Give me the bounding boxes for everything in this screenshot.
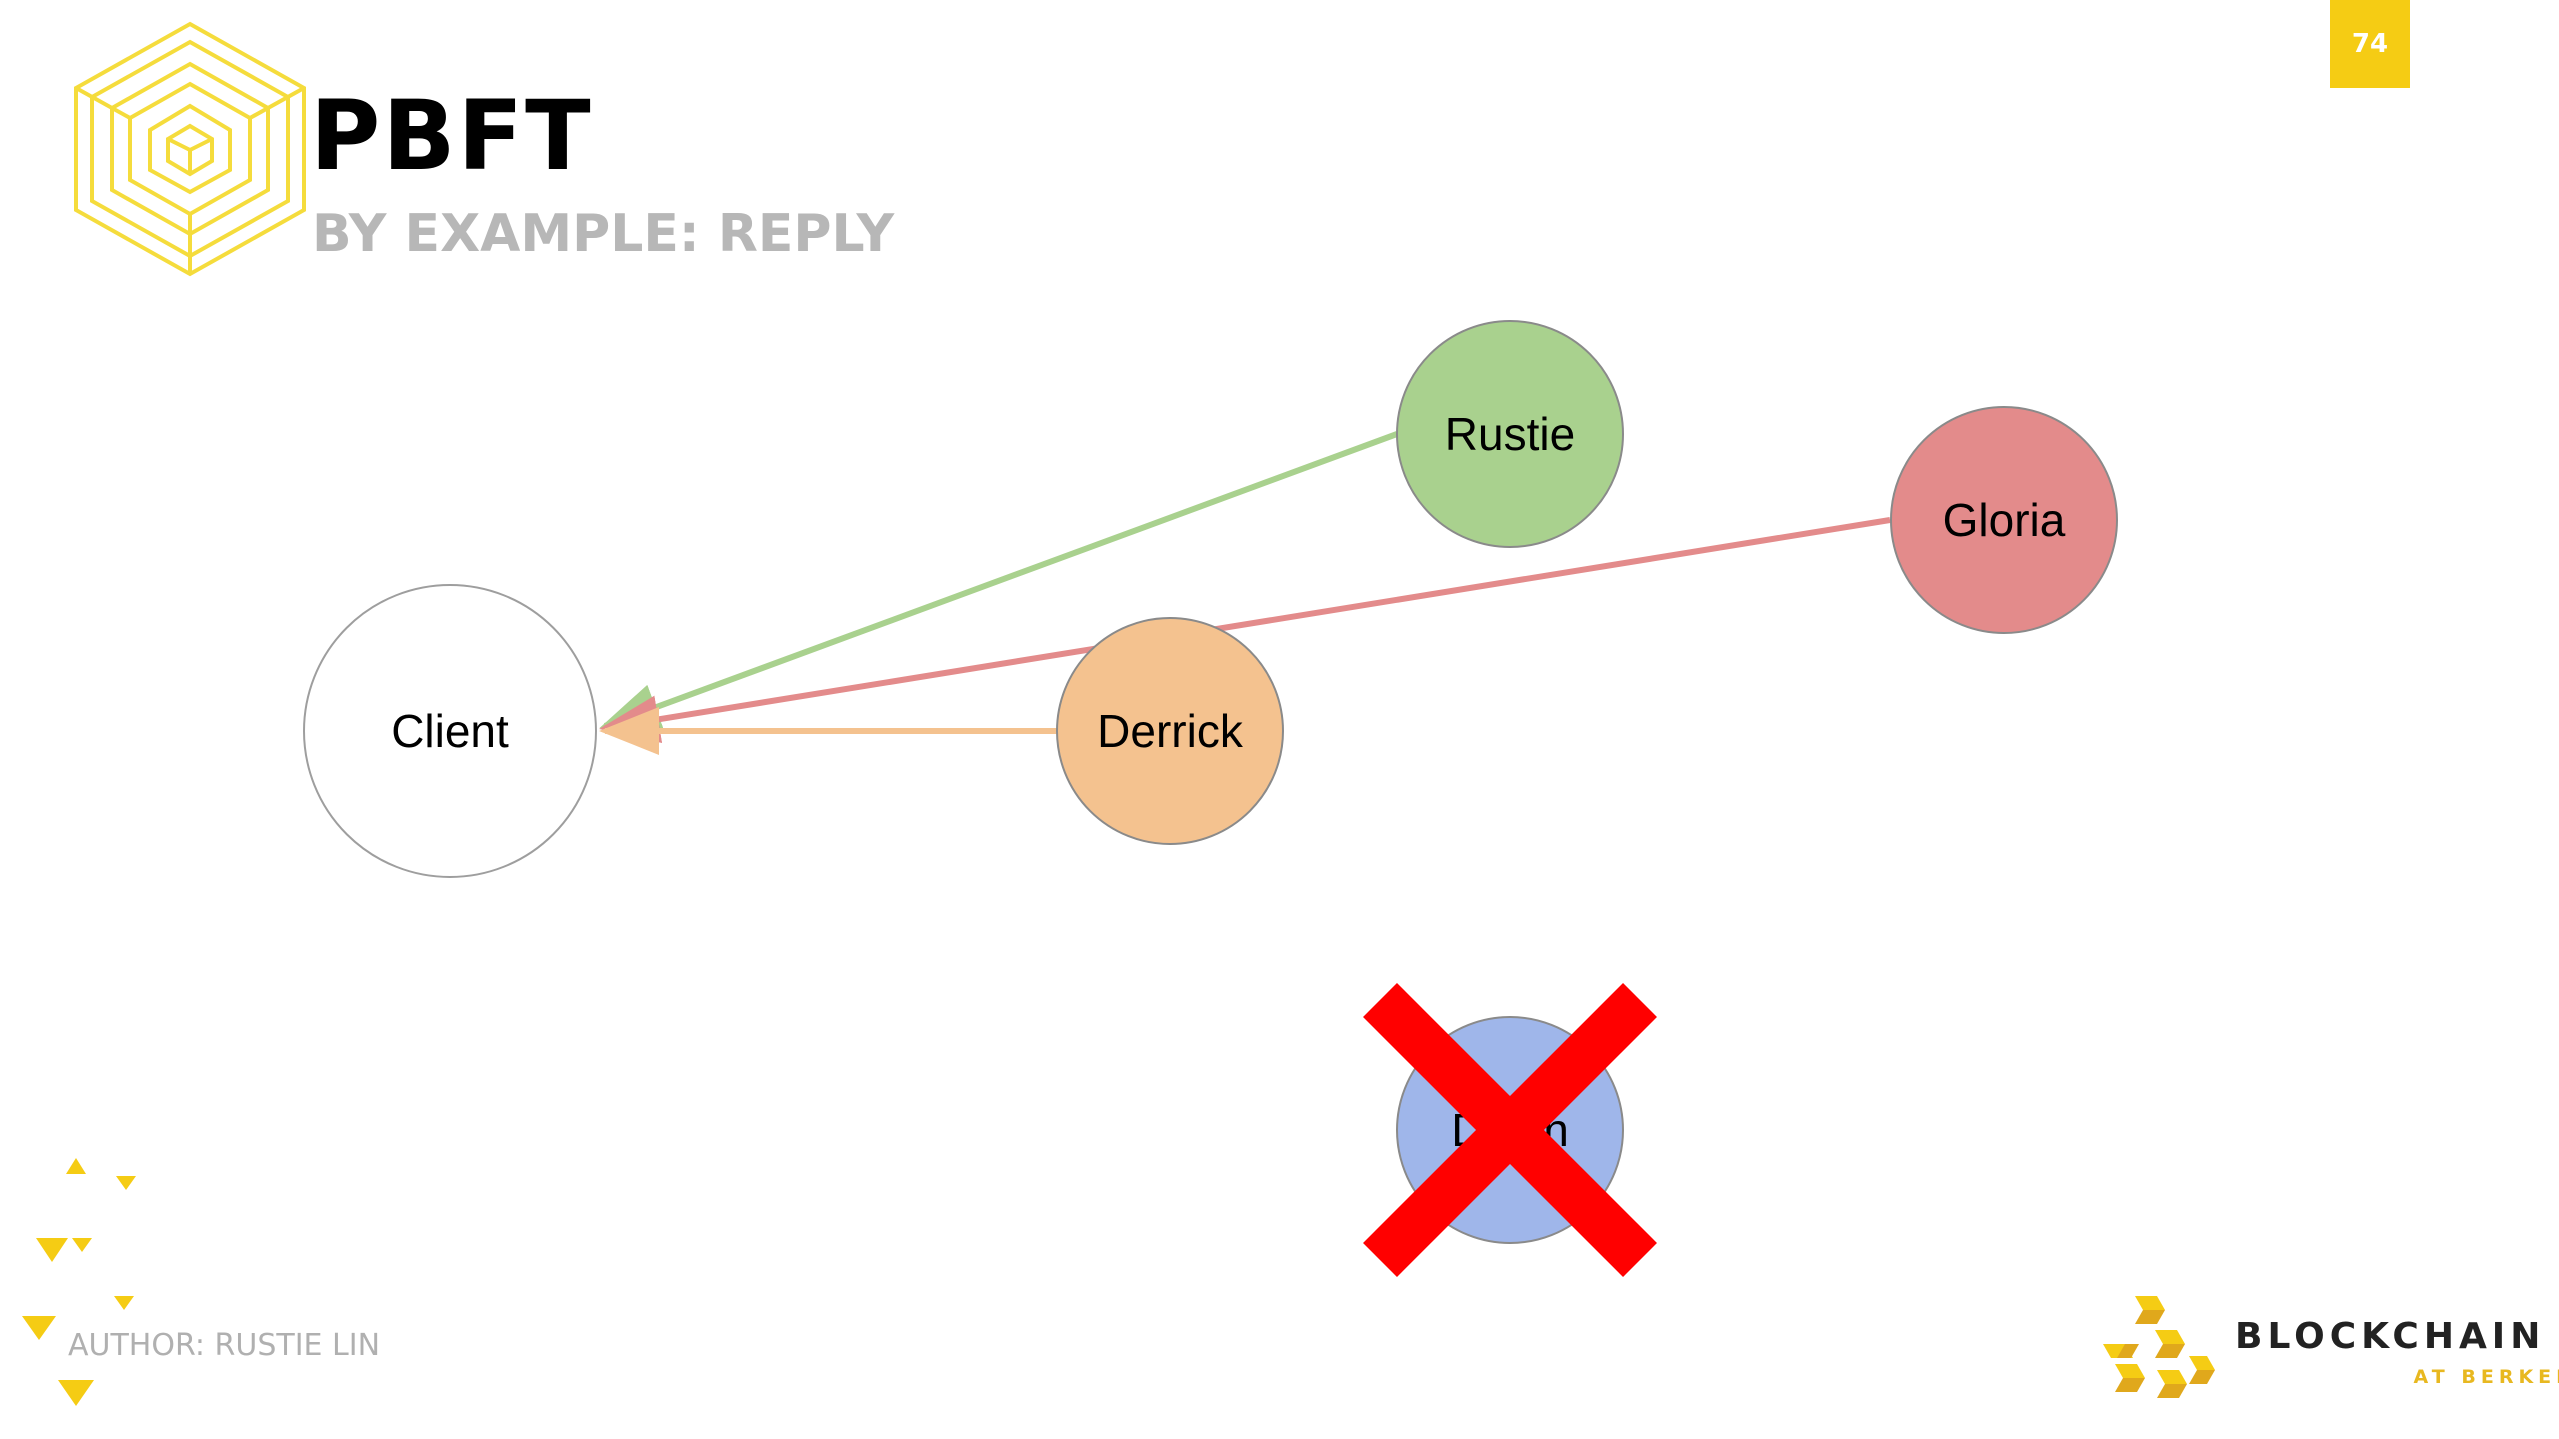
page-subtitle: BY EXAMPLE: REPLY <box>312 204 895 264</box>
node-client: Client <box>303 584 597 878</box>
node-rustie: Rustie <box>1396 320 1624 548</box>
brand-logo: BLOCKCHAIN AT BERKELEY <box>2095 1290 2559 1420</box>
node-failed: Dylan <box>1363 983 1657 1277</box>
hexagon-logo-icon <box>74 21 306 277</box>
author-credit: AUTHOR: RUSTIE LIN <box>68 1328 381 1363</box>
blockchain-cubes-icon <box>2103 1296 2215 1398</box>
node-client-label: Client <box>391 705 509 757</box>
brand-subtitle: AT BERKELEY <box>2413 1366 2559 1388</box>
triangle-decoration-icon <box>22 1158 136 1406</box>
page-title: PBFT <box>310 80 593 192</box>
edge-rustie-to-client <box>599 431 1399 730</box>
node-rustie-label: Rustie <box>1445 408 1575 460</box>
node-gloria-label: Gloria <box>1943 494 2066 546</box>
node-derrick-label: Derrick <box>1097 705 1244 757</box>
failure-cross-icon <box>1363 983 1657 1277</box>
slide-number-badge: 74 <box>2330 0 2410 88</box>
edge-gloria-to-client <box>599 517 1891 744</box>
brand-name: BLOCKCHAIN <box>2235 1316 2546 1357</box>
node-derrick: Derrick <box>1056 617 1284 845</box>
node-gloria: Gloria <box>1890 406 2118 634</box>
